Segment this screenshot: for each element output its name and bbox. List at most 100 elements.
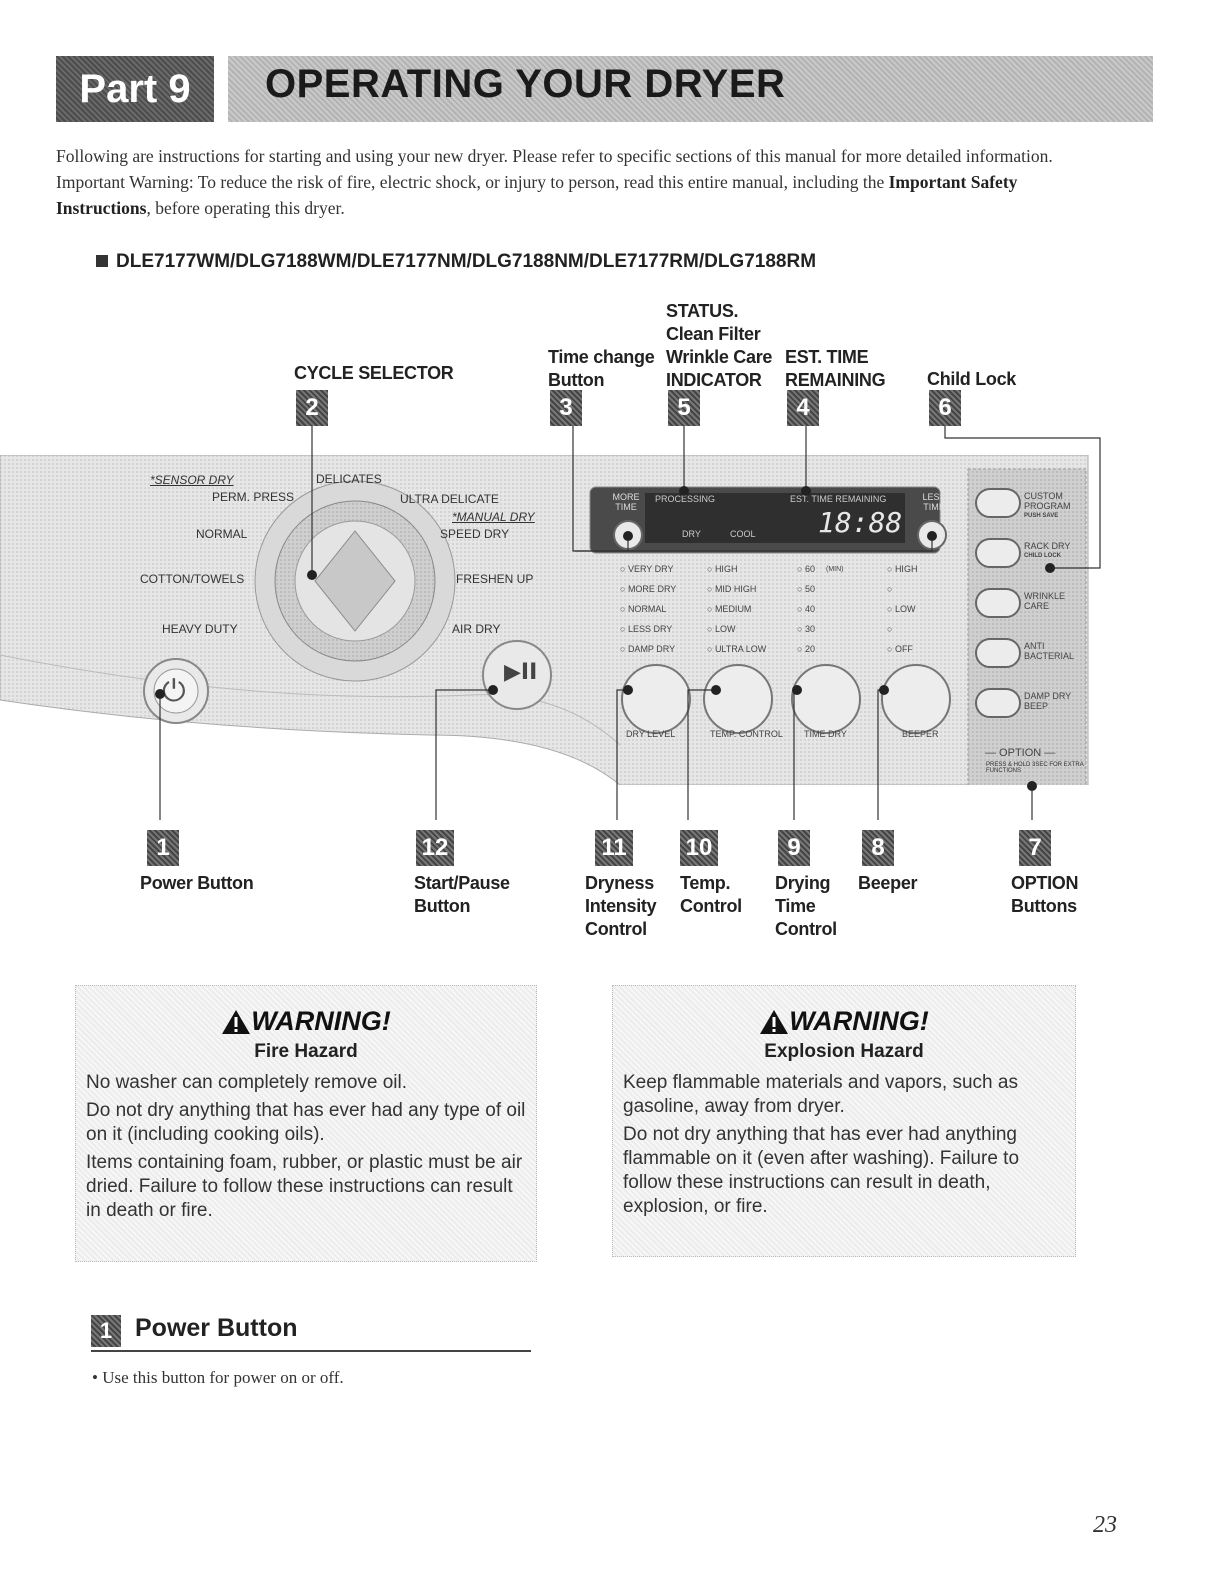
intro-paragraph: Following are instructions for starting … <box>56 146 1053 218</box>
section-text: • Use this button for power on or off. <box>92 1368 344 1387</box>
status-dry: DRY <box>682 529 701 539</box>
callout-num-6: 6 <box>929 390 961 426</box>
cycle-normal: NORMAL <box>196 527 248 541</box>
option-title: — OPTION — <box>985 747 1056 759</box>
dry-level-option: ○ DAMP DRY <box>620 644 676 654</box>
option-button-shape[interactable] <box>975 688 1021 718</box>
page-number: 23 <box>1093 1512 1117 1538</box>
cycle-delicates: DELICATES <box>316 472 382 486</box>
knob-label-beeper: BEEPER <box>902 729 939 739</box>
section-number: 1 <box>91 1315 121 1347</box>
control-panel <box>0 455 1089 785</box>
warning-triangle-icon <box>222 1009 251 1034</box>
label-cycle-selector: CYCLE SELECTOR <box>294 363 454 383</box>
knob-label-time-dry: TIME DRY <box>804 729 847 739</box>
more-time-label: MORE TIME <box>612 492 640 512</box>
callout-num-3: 3 <box>550 390 582 426</box>
cycle-perm-press: PERM. PRESS <box>212 490 295 504</box>
beeper-level-option: ○ OFF <box>887 644 913 654</box>
dry-level-option: ○ NORMAL <box>620 604 667 614</box>
indicator-circle-icon: ○ <box>797 564 805 574</box>
indicator-circle-icon: ○ <box>887 584 893 594</box>
callout-num-4: 4 <box>787 390 819 426</box>
dry-level-option: ○ VERY DRY <box>620 564 674 574</box>
indicator-circle-icon: ○ <box>620 564 628 574</box>
indicator-circle-icon: ○ <box>887 604 895 614</box>
warning-subtitle-explosion: Explosion Hazard <box>764 1041 924 1062</box>
indicator-circle-icon: ○ <box>797 624 805 634</box>
cycle-heavy-duty: HEAVY DUTY <box>162 622 238 636</box>
est-time-remaining-label: EST. TIME REMAINING <box>790 494 887 504</box>
time-display: 18:88 <box>818 506 903 539</box>
warning-fire-p2: Do not dry anything that has ever had an… <box>86 1100 526 1145</box>
beeper-level-option: ○ LOW <box>887 604 916 614</box>
indicator-circle-icon: ○ <box>797 604 805 614</box>
callout-num-8: 8 <box>862 830 894 866</box>
beeper-level-option: ○ HIGH <box>887 564 918 574</box>
option-button-label[interactable]: ANTI BACTERIAL <box>1024 641 1075 661</box>
status-cool: COOL <box>730 529 756 539</box>
warning-explosion-p2: Do not dry anything that has ever had an… <box>623 1124 1020 1217</box>
power-icon[interactable]: ⏻ <box>162 674 186 709</box>
page-title: OPERATING YOUR DRYER <box>265 62 786 106</box>
indicator-circle-icon: ○ <box>797 584 805 594</box>
square-bullet-icon <box>96 255 108 267</box>
model-line: DLE7177WM/DLG7188WM/DLE7177NM/DLG7188NM/… <box>96 251 816 273</box>
option-button-shape[interactable] <box>975 538 1021 568</box>
option-button-label[interactable]: WRINKLE CARE <box>1024 591 1066 611</box>
option-button-shape[interactable] <box>975 488 1021 518</box>
play-pause-icon[interactable]: ▶II <box>504 660 538 685</box>
dry-level-option: ○ LESS DRY <box>620 624 673 634</box>
warning-title-fire: WARNING! <box>76 1006 536 1037</box>
processing-label: PROCESSING <box>655 494 716 504</box>
callout-num-12: 12 <box>416 830 454 866</box>
cycle-air-dry: AIR DRY <box>452 622 501 636</box>
dry-level-option: ○ MORE DRY <box>620 584 677 594</box>
label-child-lock: Child Lock <box>927 369 1017 389</box>
option-button-shape[interactable] <box>975 588 1021 618</box>
temp-option: ○ ULTRA LOW <box>707 644 767 654</box>
indicator-circle-icon: ○ <box>887 644 895 654</box>
indicator-circle-icon: ○ <box>620 644 628 654</box>
intro-bold: Important Safety Instructions <box>56 172 1018 218</box>
part-badge: Part 9 <box>56 56 214 122</box>
cycle-speed-dry: SPEED DRY <box>440 527 510 541</box>
cycle-freshen-up: FRESHEN UP <box>456 572 534 586</box>
cycle-cotton-towels: COTTON/TOWELS <box>140 572 245 586</box>
indicator-circle-icon: ○ <box>620 624 628 634</box>
callout-num-1: 1 <box>147 830 179 866</box>
indicator-circle-icon: ○ <box>620 584 628 594</box>
time-option: ○ 50 <box>797 584 815 594</box>
time-option: ○ 20 <box>797 644 815 654</box>
knob-label-temp-control: TEMP. CONTROL <box>710 729 783 739</box>
indicator-circle-icon: ○ <box>707 644 715 654</box>
indicator-circle-icon: ○ <box>707 564 715 574</box>
warning-fire-p1: No washer can completely remove oil. <box>86 1072 408 1093</box>
time-option: ○ 30 <box>797 624 815 634</box>
time-option: ○ 40 <box>797 604 815 614</box>
callout-num-9: 9 <box>778 830 810 866</box>
cycle-ultra-delicate: ULTRA DELICATE <box>400 492 499 506</box>
warning-subtitle-fire: Fire Hazard <box>254 1041 358 1062</box>
label-beeper: Beeper <box>858 873 918 893</box>
warning-triangle-icon <box>760 1009 789 1034</box>
warning-fire-p3: Items containing foam, rubber, or plasti… <box>86 1152 523 1221</box>
manual-dry-label: *MANUAL DRY <box>452 510 535 524</box>
option-button-label[interactable]: DAMP DRY BEEP <box>1024 691 1072 711</box>
indicator-circle-icon: ○ <box>797 644 805 654</box>
option-button-shape[interactable] <box>975 638 1021 668</box>
indicator-circle-icon: ○ <box>620 604 628 614</box>
label-temp-control: Temp.Control <box>680 873 742 916</box>
callout-num-2: 2 <box>296 390 328 426</box>
section-divider <box>91 1350 531 1352</box>
label-power-button: Power Button <box>140 873 254 893</box>
beeper-level-option: ○ <box>887 624 892 634</box>
option-note: PRESS & HOLD 3SEC FOR EXTRA FUNCTIONS <box>986 762 1084 774</box>
callout-leaders <box>155 426 1101 820</box>
